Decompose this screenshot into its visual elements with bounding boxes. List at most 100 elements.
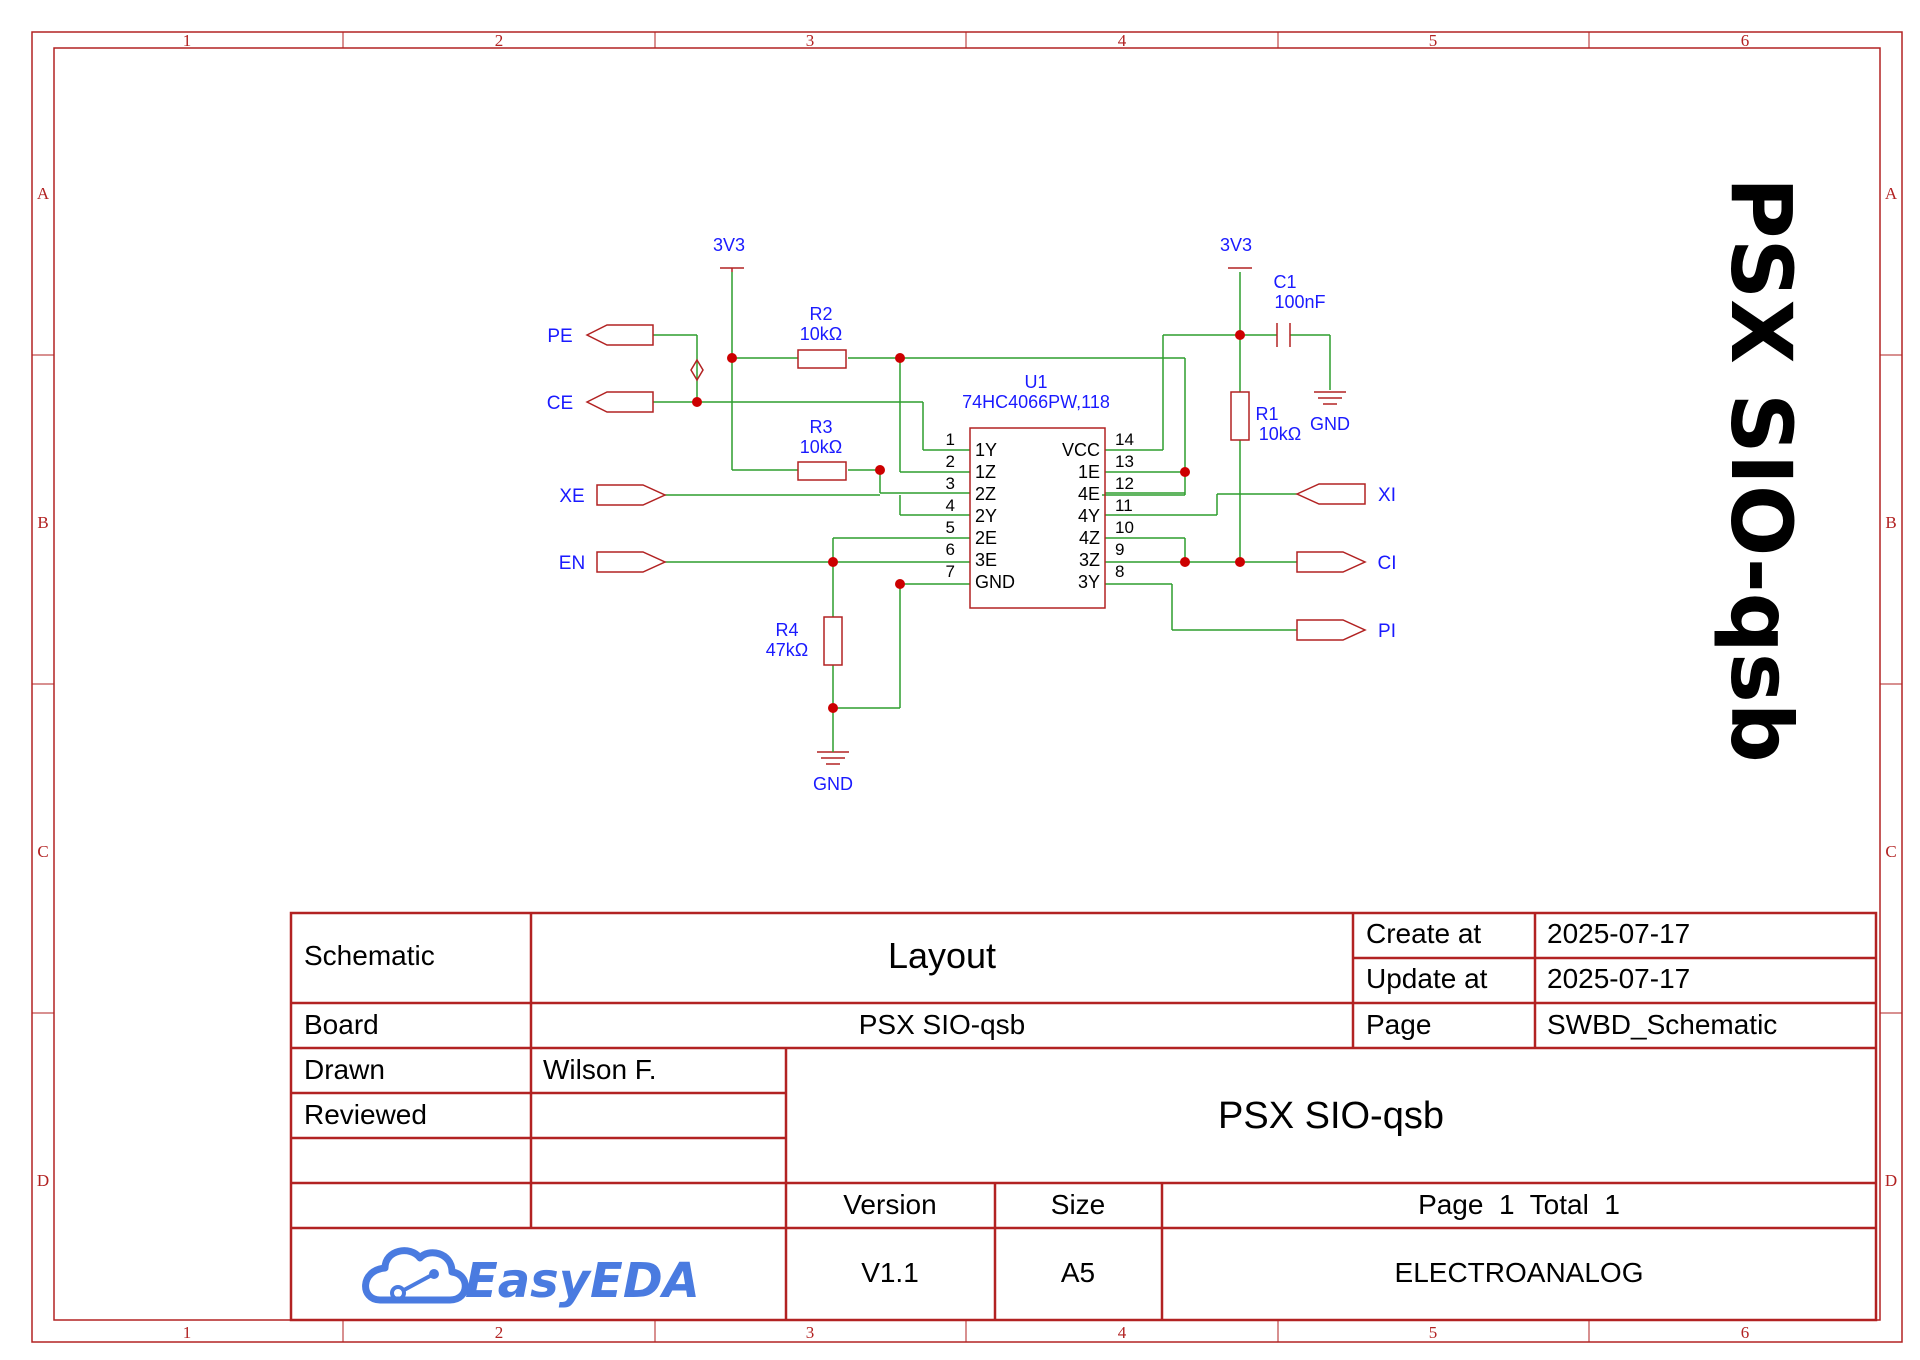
row-label-b: B	[37, 513, 48, 532]
u1-pin-11-num: 11	[1115, 496, 1133, 515]
net-en-label: EN	[559, 553, 585, 574]
u1-pin-14-name: VCC	[1062, 440, 1100, 460]
tb-create-label: Create at	[1366, 918, 1481, 949]
r4-value: 47kΩ	[766, 640, 808, 660]
u1-pin-4-name: 2Y	[975, 506, 997, 526]
net-port-en: EN	[559, 551, 667, 574]
tb-version-label: Version	[843, 1189, 936, 1220]
diamond-marker	[690, 358, 704, 382]
u1-pin-6-num: 6	[946, 540, 955, 559]
row-label-d-right: D	[1885, 1171, 1897, 1190]
net-xi-label: XI	[1378, 485, 1396, 506]
tb-board-value: PSX SIO-qsb	[859, 1009, 1026, 1040]
easyeda-logo: EasyEDA	[362, 1247, 700, 1309]
power-3v3-right: 3V3	[1220, 235, 1252, 269]
tb-size-value: A5	[1061, 1257, 1095, 1288]
power-3v3-right-label: 3V3	[1220, 235, 1252, 255]
net-ci-label: CI	[1378, 553, 1397, 574]
col-label-4: 4	[1118, 31, 1127, 50]
u1-pin-5-num: 5	[946, 518, 955, 537]
row-label-a-right: A	[1885, 184, 1898, 203]
u1-pin-10-num: 10	[1115, 518, 1134, 537]
u1-pin-14-num: 14	[1115, 430, 1134, 449]
tb-board-label: Board	[304, 1009, 379, 1040]
row-label-a: A	[37, 184, 50, 203]
u1-pin-1-name: 1Y	[975, 440, 997, 460]
u1-pin-8-num: 8	[1115, 562, 1124, 581]
col-label-2: 2	[495, 31, 504, 50]
col-label-4-bottom: 4	[1118, 1323, 1127, 1342]
u1-pin-9-name: 3Z	[1079, 550, 1100, 570]
tb-company: ELECTROANALOG	[1395, 1257, 1644, 1288]
row-label-d: D	[37, 1171, 49, 1190]
r3-value: 10kΩ	[800, 437, 842, 457]
col-label-3: 3	[806, 31, 815, 50]
net-port-pe: PE	[547, 324, 654, 347]
tb-version-value: V1.1	[861, 1257, 919, 1288]
u1-pin-6-name: 3E	[975, 550, 997, 570]
u1-pin-2-num: 2	[946, 452, 955, 471]
u1-pin-13-num: 13	[1115, 452, 1134, 471]
col-label-5-bottom: 5	[1429, 1323, 1438, 1342]
net-port-ce: CE	[547, 391, 654, 414]
resistor-r4: R4 47kΩ	[766, 616, 843, 666]
capacitor-c1: C1 100nF	[1273, 272, 1326, 347]
tb-page-value: SWBD_Schematic	[1547, 1009, 1777, 1040]
gnd-left-label: GND	[813, 774, 853, 794]
u1-pin-7-name: GND	[975, 572, 1015, 592]
col-label-3-bottom: 3	[806, 1323, 815, 1342]
col-label-2-bottom: 2	[495, 1323, 504, 1342]
row-label-c: C	[37, 842, 48, 861]
tb-update-label: Update at	[1366, 963, 1488, 994]
u1-pin-4-num: 4	[946, 496, 955, 515]
resistor-r2: R2 10kΩ	[797, 304, 847, 369]
u1-pin-7-num: 7	[946, 562, 955, 581]
junctions	[692, 330, 1245, 713]
u1-pin-13-name: 1E	[1078, 462, 1100, 482]
tb-page-total: Page 1 Total 1	[1418, 1189, 1620, 1220]
logo-text: EasyEDA	[465, 1253, 700, 1309]
u1-ref: U1	[1024, 372, 1047, 392]
row-label-c-right: C	[1885, 842, 1896, 861]
u1-right-pins: 14 VCC 13 1E 12 4E 11 4Y 10 4Z 9 3Z 8 3Y	[1062, 430, 1134, 592]
tb-update-value: 2025-07-17	[1547, 963, 1690, 994]
tb-page-label: Page	[1366, 1009, 1431, 1040]
r3-ref: R3	[809, 417, 832, 437]
net-port-ci: CI	[1296, 551, 1397, 574]
tb-schematic-value: Layout	[888, 935, 996, 976]
title-block: Schematic Layout Create at 2025-07-17 Up…	[289, 911, 1878, 1322]
net-pe-label: PE	[547, 326, 572, 347]
power-3v3-left: 3V3	[713, 235, 745, 272]
row-label-b-right: B	[1885, 513, 1896, 532]
drawing-frame: 1 2 3 4 5 6 1 2 3 4 5 6 A B C D A B C D	[31, 31, 1903, 1343]
gnd-symbol-left: GND	[813, 748, 853, 794]
gnd-symbol-right: GND	[1310, 391, 1350, 434]
u1-pin-8-name: 3Y	[1078, 572, 1100, 592]
resistor-r3: R3 10kΩ	[797, 417, 847, 481]
net-xe-label: XE	[559, 486, 584, 507]
col-label-6-bottom: 6	[1741, 1323, 1750, 1342]
r2-value: 10kΩ	[800, 324, 842, 344]
net-port-pi: PI	[1296, 619, 1396, 642]
tb-drawn-value: Wilson F.	[543, 1054, 657, 1085]
r2-ref: R2	[809, 304, 832, 324]
tb-project-name: PSX SIO-qsb	[1218, 1095, 1444, 1137]
u1-pin-12-num: 12	[1115, 474, 1134, 493]
u1-pin-11-name: 4Y	[1078, 506, 1100, 526]
col-label-1: 1	[183, 31, 192, 50]
tb-drawn-label: Drawn	[304, 1054, 385, 1085]
u1-value: 74HC4066PW,118	[962, 392, 1110, 412]
tb-create-value: 2025-07-17	[1547, 918, 1690, 949]
ic-u1: U1 74HC4066PW,118 1 1Y 2 1Z 3 2Z 4 2Y 5 …	[946, 372, 1134, 609]
u1-pin-9-num: 9	[1115, 540, 1124, 559]
net-port-xe: XE	[559, 484, 667, 507]
power-3v3-left-label: 3V3	[713, 235, 745, 255]
col-label-6: 6	[1741, 31, 1750, 50]
net-port-xi: XI	[1295, 483, 1396, 506]
tb-reviewed-label: Reviewed	[304, 1099, 427, 1130]
u1-pin-1-num: 1	[946, 430, 955, 449]
tb-size-label: Size	[1051, 1189, 1105, 1220]
drawing-title: PSX SIO-qsb	[1712, 177, 1810, 763]
